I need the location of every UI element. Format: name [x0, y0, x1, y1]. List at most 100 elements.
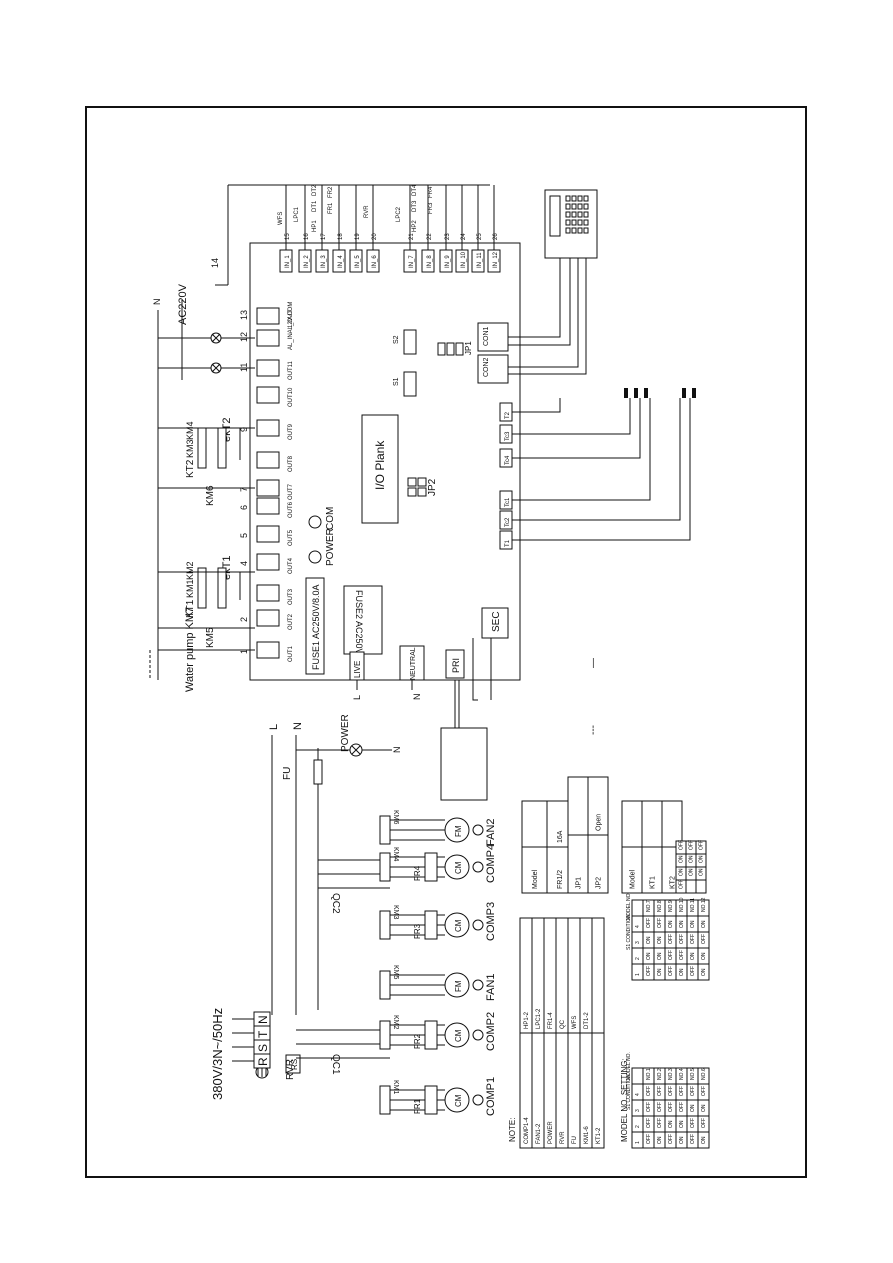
con1-box	[477, 322, 509, 352]
model-right-r5-c2: OFF	[690, 934, 696, 944]
note-cell-r5-c1: DT1-2	[584, 1012, 590, 1029]
input-terminal-2: IN_216	[298, 185, 312, 273]
model-left-r0-c0: 1	[635, 1141, 641, 1144]
jp-cell-r1-c0: JP2	[595, 877, 602, 889]
kt-cell-r0-c0: Model	[629, 869, 636, 889]
jp-legend-solid: —	[588, 658, 599, 668]
fuse1-box	[305, 577, 325, 675]
input-number-6: 20	[372, 233, 378, 240]
model-right-r3-c0: OFF	[668, 966, 674, 976]
output-terminal-2: OUT2 2	[239, 609, 294, 630]
comp1-contactor-label: KM1	[392, 1080, 399, 1095]
comp1-motor-icon	[444, 1087, 470, 1113]
inputs-layer: IN_115IN_216IN_317IN_418IN_519IN_620IN_7…	[278, 184, 501, 273]
output-number-2: 2	[239, 617, 249, 622]
sensor-socket-4: Tc4	[499, 398, 641, 468]
phase-t-label: T	[256, 1030, 270, 1038]
lamp-11-icon	[210, 362, 222, 374]
input-device-hp1: HP1	[312, 220, 318, 232]
com-led-icon	[308, 515, 322, 529]
model-right-r6-c1: ON	[701, 952, 707, 960]
km5-label: KM5	[205, 627, 216, 648]
km3-coil-label: KM3	[185, 439, 195, 458]
input-number-8: 22	[427, 233, 433, 240]
model-no-right: MODEL NO.	[626, 892, 632, 920]
supply-voltage-label: 380V/3N~/50Hz	[210, 1008, 225, 1100]
model-left-r6-c4: NO.6	[701, 1068, 707, 1080]
ac220v-label: AC220V	[177, 283, 189, 325]
phase-r-label: R	[256, 1057, 270, 1066]
output-number-1: 1	[239, 649, 249, 654]
pri-box	[445, 649, 465, 679]
fr-cell-r1-c1: 16A	[557, 830, 564, 843]
note-title: NOTE:	[508, 1118, 517, 1142]
model-left-r1-c3: OFF	[646, 1086, 652, 1096]
sec-label: SEC	[491, 611, 502, 632]
comp4-ground-icon	[472, 861, 484, 873]
s2-cell-r2-c2: ON	[699, 855, 705, 863]
input-label-12: IN_12	[493, 251, 499, 268]
live-terminal-label: LIVE	[353, 661, 362, 678]
rvr-label: RVR	[285, 1059, 296, 1080]
model-left-r4-c0: ON	[679, 1136, 685, 1144]
neutral-terminal-label: NEUTRAL	[410, 647, 417, 680]
model-right-r1-c1: ON	[646, 952, 652, 960]
model-right-r1-c2: ON	[646, 936, 652, 944]
jp-cell-r1-c1: Open	[595, 814, 602, 831]
input-label-6: IN_6	[372, 255, 378, 268]
power-led-icon	[308, 550, 322, 564]
comp4-type: CM	[454, 861, 463, 874]
input-device-dt2: DT2	[312, 184, 318, 196]
fan2-label: FAN2	[485, 818, 497, 846]
comp3-ground-icon	[472, 919, 484, 931]
output-label-7: OUT7	[288, 483, 294, 500]
comp2-relay-label: FR2	[413, 1033, 422, 1049]
output-number-13: 13	[239, 310, 249, 320]
sensor-label-6: T2	[505, 411, 511, 419]
model-left-r2-c1: OFF	[657, 1118, 663, 1128]
output-number-11: 11	[239, 363, 249, 372]
note-cell-r2-c1: FR1-4	[548, 1012, 554, 1029]
input-label-1: IN_1	[285, 255, 291, 268]
model-right-r0-c1: 2	[635, 957, 641, 960]
model-left-r5-c0: OFF	[690, 1134, 696, 1144]
phase-n-label: N	[256, 1015, 270, 1024]
jp1-label: JP1	[464, 341, 473, 355]
input-label-5: IN_5	[355, 255, 361, 268]
model-right-r2-c0: ON	[657, 968, 663, 976]
sensor-label-1: T1	[505, 539, 511, 547]
model-right-r1-c0: OFF	[646, 966, 652, 976]
output-number-9: 9	[239, 427, 249, 432]
note-cell-r6-c0: KT1-2	[596, 1127, 602, 1144]
model-setting-title: MODEL NO. SETTING:	[620, 1058, 629, 1142]
model-right-r3-c3: ON	[668, 920, 674, 928]
notes-and-tables: NOTE: COMP1-4HP1-2FAN1-2LPC1-2POWERFR1-4…	[508, 658, 710, 1149]
fuse-fu	[313, 759, 323, 785]
output-label-2: OUT2	[288, 613, 294, 630]
input-device-fr1: FR1	[328, 202, 334, 214]
s2-cell-r0-c1: ON	[679, 868, 685, 876]
output-terminal-1: OUT11	[239, 641, 294, 662]
model-right-r0-c2: 3	[635, 941, 641, 944]
input-device-rvr: RVR	[364, 205, 370, 218]
model-left-r4-c1: ON	[679, 1120, 685, 1128]
sensor-label-5: Tc3	[505, 431, 511, 441]
output-loads: N AC220V 14 Water pump KM7 KM5 KT1 KM1 K…	[149, 184, 490, 692]
rs-block	[285, 1054, 301, 1074]
sensor-socket-3: Tc1	[499, 398, 651, 510]
s1-label: S1	[393, 377, 400, 386]
model-right-r5-c1: ON	[690, 952, 696, 960]
model-left-r6-c2: ON	[701, 1104, 707, 1112]
drawing-frame	[85, 106, 807, 1178]
transformer-body	[440, 727, 488, 801]
water-pump-label: Water pump KM7	[184, 607, 196, 692]
input-terminal-6: IN_6 20	[366, 185, 380, 273]
